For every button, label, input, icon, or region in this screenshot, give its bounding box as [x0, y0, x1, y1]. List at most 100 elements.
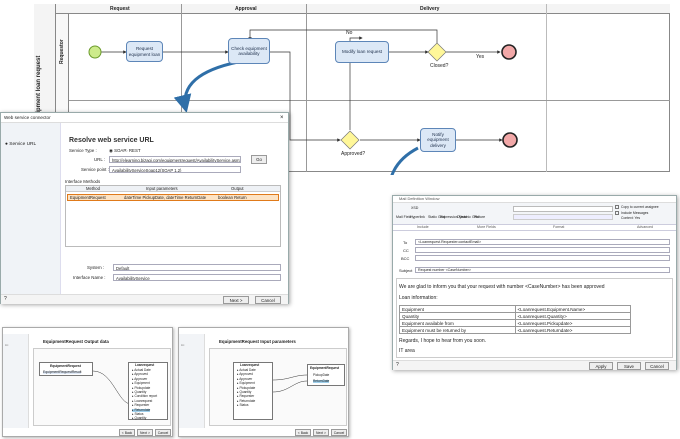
tree-item[interactable]: ▸ Actual Date: [132, 368, 151, 372]
next-button[interactable]: Next >: [223, 296, 249, 304]
tab-advanced[interactable]: Advanced: [637, 225, 653, 229]
mail-body[interactable]: We are glad to inform you that your requ…: [396, 278, 673, 358]
tree-item[interactable]: ▸ Approved: [132, 372, 148, 377]
tab-format[interactable]: Format: [553, 225, 565, 229]
loan-info-row: Equipment available from<Loanrequest.Pic…: [399, 319, 631, 327]
loan-info-row: Quantity<Loanrequest.Quantity>: [399, 312, 631, 320]
help-icon[interactable]: ?: [396, 362, 399, 368]
tree-item[interactable]: ▸ Approver: [237, 376, 253, 381]
service-point-select[interactable]: AvailabilityServiceSoap12(SOAP 1.2): [109, 166, 241, 173]
help-icon[interactable]: ?: [4, 296, 7, 302]
tree-root: Loanrequest: [135, 363, 155, 367]
task-check-availability: Check equipment availability: [228, 38, 270, 64]
cc-field[interactable]: [415, 247, 670, 253]
rest-label: REST: [128, 148, 141, 153]
opt-context: Context: Yes: [621, 216, 641, 220]
bcc-field[interactable]: [415, 255, 670, 261]
tree-item[interactable]: ▸ Actual Date: [237, 368, 256, 372]
right-item-return[interactable]: ReturnDate: [313, 379, 330, 384]
ribbon-mail-field[interactable]: Mail Field: [396, 215, 412, 219]
methods-table: Method Input parameters Output Equipment…: [65, 185, 281, 247]
ribbon-hyperlink[interactable]: Hyperlink: [410, 215, 425, 219]
body-line-signature: IT area: [399, 348, 415, 354]
start-event: [88, 45, 102, 59]
back-button[interactable]: < Back: [119, 429, 135, 436]
back-button[interactable]: < Back: [295, 429, 311, 436]
interface-name-input[interactable]: AvailabilityService: [113, 274, 281, 281]
tree-item[interactable]: ▸ Quantity: [132, 416, 147, 421]
cancel-button[interactable]: Cancel: [331, 429, 347, 436]
lane-title-delivery: Delivery: [420, 6, 440, 12]
cancel-button[interactable]: Cancel: [255, 296, 281, 304]
input-sidebar: ▪▪▪: [179, 334, 205, 428]
format-toolbar[interactable]: [513, 214, 613, 220]
opt-label: Copy to current assignee: [621, 204, 659, 209]
loan-info-table: Equipment<Loanrequest.Equipment.Name>Qua…: [399, 305, 631, 334]
cancel-button[interactable]: Cancel: [155, 429, 171, 436]
ribbon-xsd[interactable]: XSD: [411, 206, 419, 210]
ws-footer: ? Next > Cancel: [1, 294, 288, 304]
ribbon-expression-field[interactable]: Expression Field: [440, 215, 467, 219]
lane-divider: [181, 4, 182, 172]
tree-item[interactable]: ▸ Pickupdate: [237, 385, 256, 390]
mail-definition-dialog: Mail Definition Window Mail Field XSD Hy…: [392, 195, 677, 370]
close-icon[interactable]: ×: [280, 115, 284, 121]
lane-header-bar: [56, 4, 670, 14]
to-field[interactable]: <Loanrequest.Requester.contactEmail>: [415, 239, 670, 245]
ribbon-dynamic-grid[interactable]: Dynamic Grid: [457, 215, 479, 219]
tree-item[interactable]: ▸ Equipment: [237, 381, 255, 386]
ribbon-picture[interactable]: Picture: [474, 215, 486, 219]
bpmn-flows: [88, 29, 518, 175]
tree-item[interactable]: ▸ Quantity: [237, 390, 252, 394]
font-toolbar[interactable]: [513, 206, 613, 212]
tree-item[interactable]: ▸ Condition report: [132, 394, 158, 399]
ws-sidebar: ● Service URL: [1, 123, 61, 294]
ws-heading: Resolve web service URL: [69, 137, 154, 144]
opt-label: Include Messages: [621, 210, 649, 215]
tree-item[interactable]: ▸ Equipment: [132, 381, 150, 386]
sidebar-item-service-url[interactable]: ● Service URL: [5, 142, 36, 148]
rest-radio[interactable]: ○ REST: [125, 148, 141, 153]
tree-item[interactable]: ▸ Approver: [132, 376, 148, 381]
right-item-pickup[interactable]: PickupDate: [313, 373, 330, 377]
soap-radio[interactable]: ◉ SOAP: [109, 148, 126, 153]
tree-item[interactable]: ▸ Status: [132, 412, 144, 416]
tree-item[interactable]: ▸ Approved: [237, 372, 253, 377]
apply-button[interactable]: Apply: [589, 362, 613, 370]
connector-arrow-mail: [390, 146, 419, 175]
gateway-label-closed: Closed?: [430, 63, 449, 69]
connector-arrow-ws: [173, 60, 239, 113]
tree-item[interactable]: ▸ Pickupdate: [132, 385, 151, 390]
go-button[interactable]: Go: [251, 155, 267, 164]
ribbon-static-grid[interactable]: Static Grid: [428, 215, 445, 219]
next-button[interactable]: Next >: [313, 429, 329, 436]
flow-check-approved: [270, 51, 341, 142]
gateway-approved: [340, 130, 360, 150]
tree-item[interactable]: ▸ Requester: [132, 403, 150, 408]
tree-item[interactable]: ▸ Loanrequest: [132, 398, 153, 403]
method-row-selected[interactable]: EquipmentRequest dateTime PickupDate, da…: [67, 194, 279, 201]
mail-window-title: Mail Definition Window: [399, 196, 440, 201]
tab-include[interactable]: Include: [417, 225, 429, 229]
left-item[interactable]: EquipmentRequestResult: [43, 370, 82, 375]
tab-more-fields[interactable]: More Fields: [477, 225, 496, 229]
ws-window-title: Web service connector: [4, 115, 51, 120]
method-inputs: dateTime PickupDate, dateTime ReturnDate: [124, 195, 207, 200]
tree-item[interactable]: ▸ Returndate: [132, 407, 151, 412]
system-select[interactable]: Default: [113, 264, 281, 271]
tree-item[interactable]: ▸ Returndate: [237, 398, 256, 403]
opt-include-messages[interactable]: Include Messages: [615, 211, 648, 215]
tree-item[interactable]: ▸ Quantity: [132, 390, 147, 394]
cancel-button[interactable]: Cancel: [645, 362, 669, 370]
subject-field[interactable]: Request number <CaseNumber>: [415, 267, 670, 273]
output-sidebar: ▪▪▪: [3, 334, 29, 428]
tree-item[interactable]: ▸ Status: [237, 403, 249, 408]
save-button[interactable]: Save: [617, 362, 641, 370]
opt-copy-assignee[interactable]: Copy to current assignee: [615, 205, 659, 209]
mail-ribbon: Mail Field XSD Hyperlink Static Grid Exp…: [393, 203, 676, 225]
tree-item[interactable]: ▸ Requester: [237, 394, 255, 399]
url-input[interactable]: http://elearning.bizagi.com/equipmentreq…: [109, 156, 241, 163]
loan-info-label: Equipment must be returned by: [399, 326, 516, 334]
next-button[interactable]: Next >: [137, 429, 153, 436]
service-point-label: Service point :: [81, 167, 109, 172]
